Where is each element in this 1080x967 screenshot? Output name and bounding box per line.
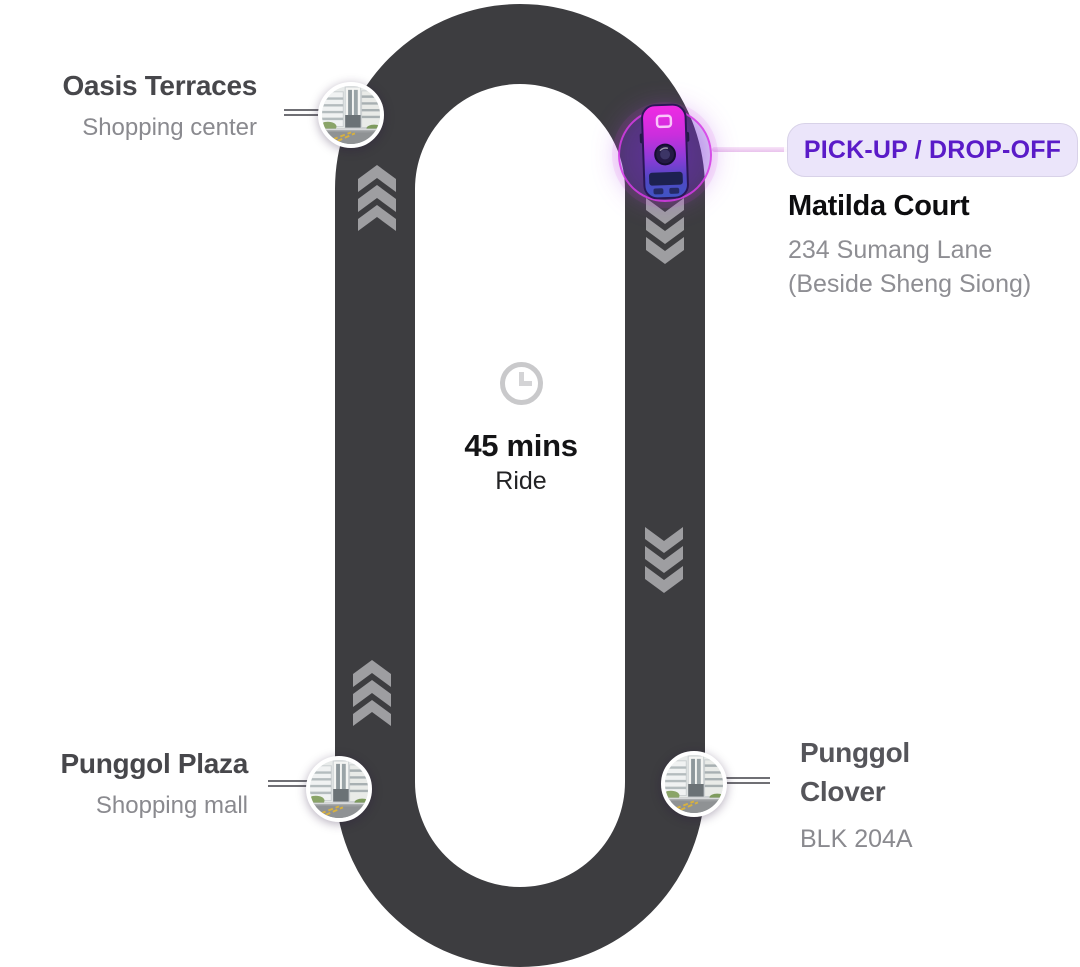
stop-photo-punggol-plaza: [306, 756, 372, 822]
ride-label: Ride: [495, 467, 547, 495]
stop-name: Punggol Clover: [800, 737, 910, 807]
stop-name: Oasis Terraces: [62, 70, 257, 101]
stop-subtitle: Shopping mall: [95, 792, 248, 819]
chevron-up-icon: [358, 165, 396, 231]
address-line-2: (Beside Sheng Siong): [788, 270, 1032, 298]
chevron-down-icon: [645, 527, 683, 593]
ride-duration: 45 mins: [464, 428, 578, 463]
stop-name: Punggol Plaza: [60, 748, 249, 779]
pickup-stop-address: 234 Sumang Lane (Beside Sheng Siong): [788, 233, 1031, 301]
connector-line: [725, 777, 770, 784]
stop-subtitle: BLK 204A: [800, 825, 913, 853]
chevron-up-icon: [353, 660, 391, 726]
chevron-down-icon: [646, 198, 684, 264]
stop-photo-punggol-clover: [661, 751, 727, 817]
connector-line: [284, 109, 322, 116]
clock-icon: [498, 360, 545, 407]
shuttle-bus-icon: [638, 102, 691, 201]
stop-photo-oasis-terraces: [318, 82, 384, 148]
stop-label-punggol-plaza: Punggol Plaza Shopping mall: [0, 748, 249, 820]
stop-label-punggol-clover: Punggol Clover BLK 204A: [800, 733, 940, 854]
connector-line: [712, 147, 789, 152]
stop-subtitle: Shopping center: [82, 114, 257, 141]
address-line-1: 234 Sumang Lane: [788, 236, 993, 264]
stop-label-oasis-terraces: Oasis Terraces Shopping center: [0, 70, 257, 142]
connector-line: [268, 780, 310, 787]
pickup-stop-name: Matilda Court: [788, 190, 970, 222]
pickup-dropoff-badge: PICK-UP / DROP-OFF: [787, 123, 1078, 177]
